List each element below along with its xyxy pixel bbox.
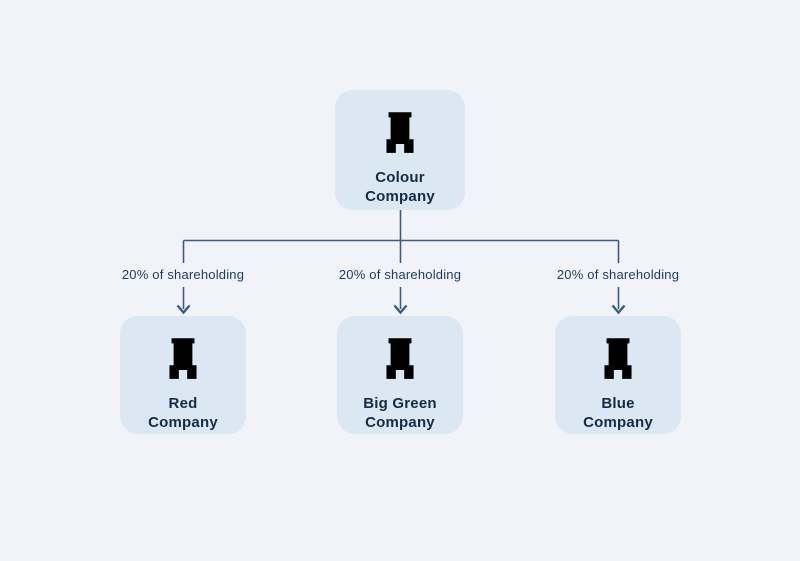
node-label: Colour Company (365, 169, 435, 205)
building-icon (375, 333, 425, 383)
tree-node-blue-company: Blue Company (555, 316, 681, 434)
tree-node-colour-company: Colour Company (335, 90, 465, 210)
arrow-down-icon (393, 304, 408, 315)
building-icon (375, 107, 425, 157)
arrow-down-icon (611, 304, 626, 315)
tree-node-big-green-company: Big Green Company (337, 316, 463, 434)
node-label: Big Green Company (363, 395, 437, 431)
building-icon (593, 333, 643, 383)
arrow-down-icon (176, 304, 191, 315)
edge-label-shareholding: 20% of shareholding (121, 267, 245, 282)
node-label: Red Company (148, 395, 218, 431)
tree-node-red-company: Red Company (120, 316, 246, 434)
building-icon (158, 333, 208, 383)
edge-label-shareholding: 20% of shareholding (338, 267, 462, 282)
node-label: Blue Company (583, 395, 653, 431)
edge-label-shareholding: 20% of shareholding (556, 267, 680, 282)
